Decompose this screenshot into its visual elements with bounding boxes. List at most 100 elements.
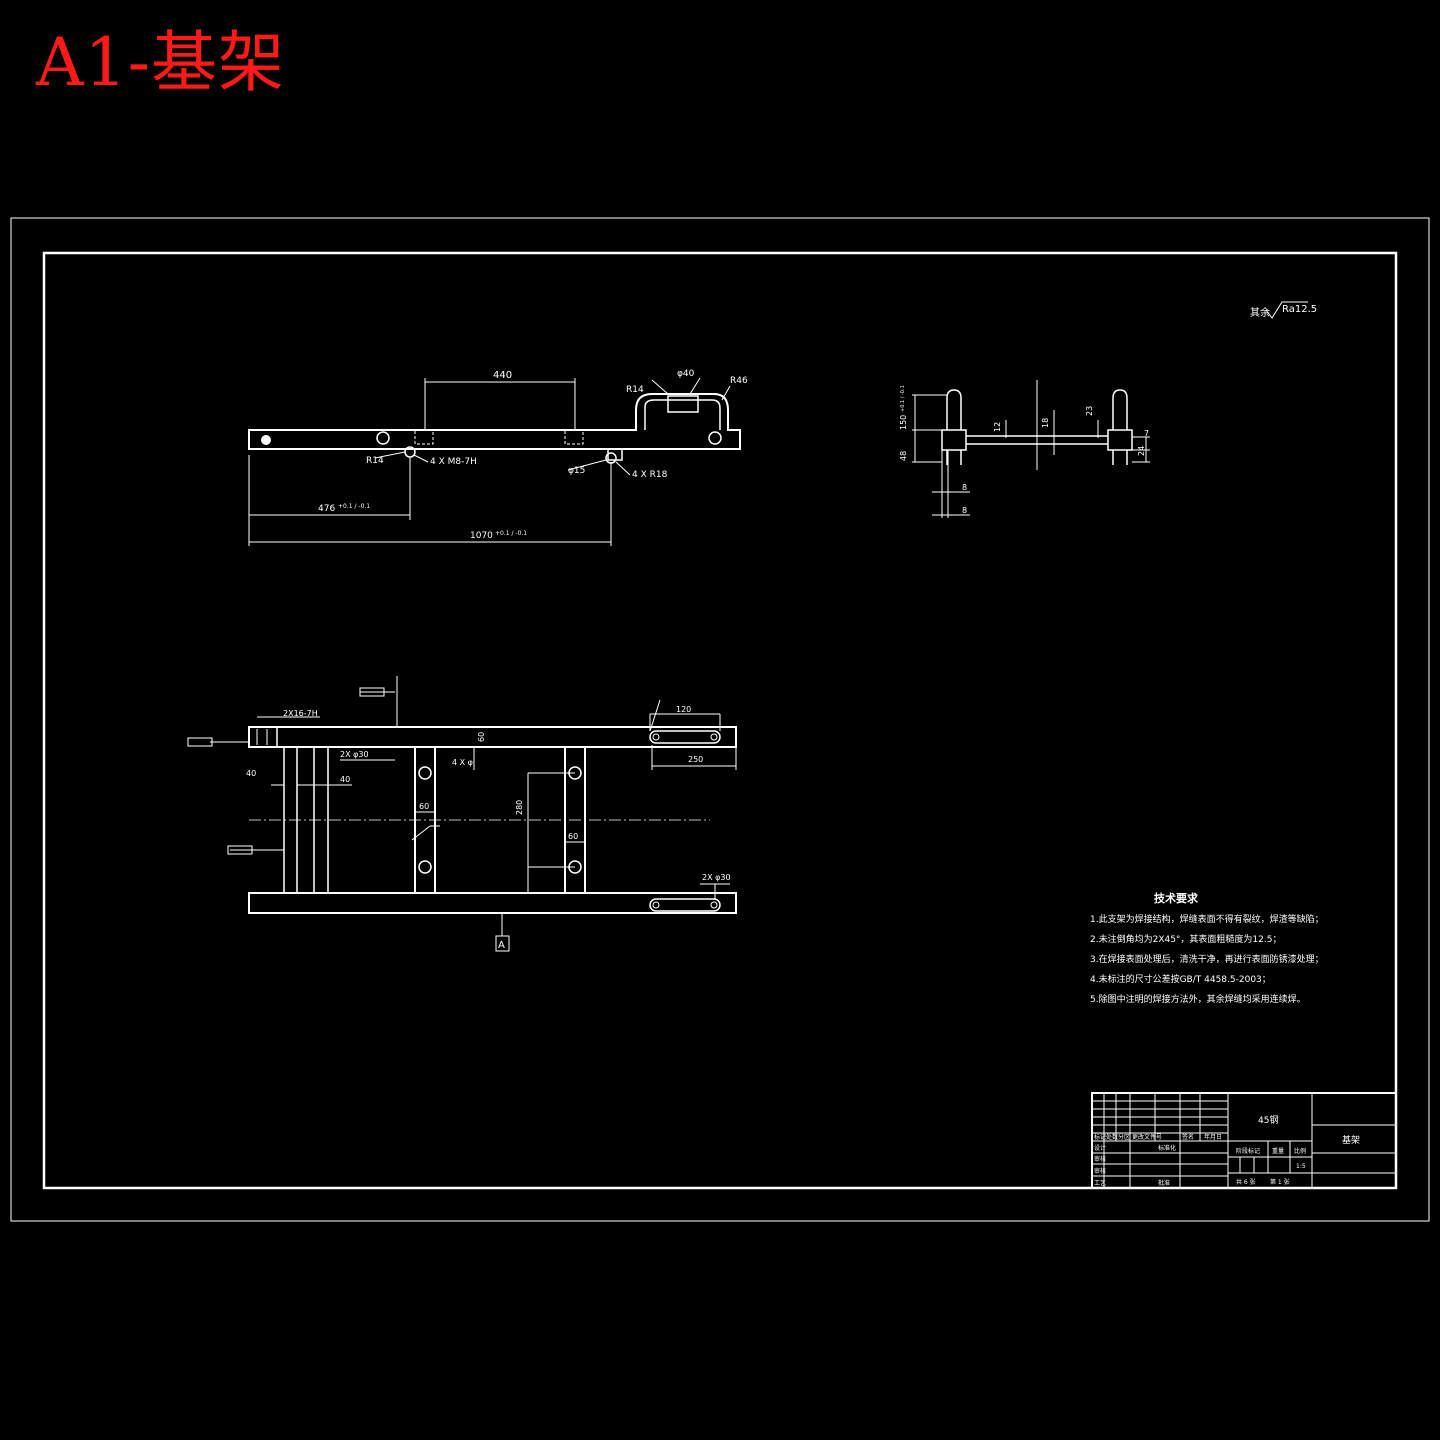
dim-phi40: φ40 [677,369,695,379]
center-mark [261,435,271,445]
side-post-right [1112,389,1128,430]
sheet-title: A1-基架 [36,24,285,101]
dim-2x16h: 2X16-7H [283,709,318,718]
top-view [187,676,737,952]
roughness-symbol [1265,301,1308,319]
approve-label: 批准 [1158,1179,1170,1187]
roughness-note: 其余 Ra12.5 [1250,301,1317,319]
tech-req-item: 4.未标注的尺寸公差按GB/T 4458.5-2003； [1090,973,1271,985]
end-block [248,726,278,748]
dim-1070-tol: +0.1 / -0.1 [495,530,527,537]
front-bar [248,393,741,450]
bolt-hole-2 [418,860,432,874]
dim-thread-holes: 4 X M8-7H [430,457,477,467]
top-rail-upper [248,726,737,748]
side-post-left [946,389,962,430]
side-view-labels: 150 +0.1 / -0.1 48 12 18 23 7 24 8 8 [899,385,1149,515]
part-name-label: 基架 [1342,1134,1360,1146]
handle-boss [667,395,699,413]
tolerance-frame-2 [187,737,213,747]
tech-req-item: 3.在焊接表面处理后，清洗干净，再进行表面防锈漆处理； [1090,953,1324,965]
datum-label: A [498,940,505,951]
dim-476: 476 [318,504,335,514]
dim-8b: 8 [962,506,967,515]
bolt-hole-1 [418,766,432,780]
header-cell: 更改文件号 [1132,1133,1162,1141]
stage-cell: 重量 [1272,1147,1284,1155]
slot-upper [649,730,721,744]
side-block-left [941,429,967,451]
header-cell: 分区 [1118,1133,1130,1141]
dim-24: 24 [1137,446,1146,456]
dim-1070: 1070 [470,531,493,541]
dim-40-tol: 40 [246,769,256,778]
dim-250: 250 [688,755,703,764]
slot-lower [649,898,721,912]
front-view-labels: 440 φ40 R14 R46 R14 4 X M8-7H φ15 4 X R1… [318,369,748,541]
tech-requirements: 技术要求 1.此支架为焊接结构，焊缝表面不得有裂纹，焊渣等缺陷； 2.未注倒角均… [1090,891,1324,1005]
dim-phi15: φ15 [568,466,585,476]
tolerance-frame-1 [359,687,385,697]
dim-18: 18 [1041,418,1050,428]
row-label: 设计 [1094,1144,1106,1152]
dim-40: 40 [340,775,350,784]
dim-r14-bottom: R14 [366,456,384,466]
dim-4x-phi: 4 X φ [452,758,473,767]
dim-60-a: 60 [419,802,429,811]
title-block-labels: 45钢 基架 标记 处数 分区 更改文件号 签名 年月日 设计 审核 审核 工艺… [1094,1114,1360,1187]
dim-12: 12 [993,422,1002,432]
thread-hole-1 [414,429,434,445]
dim-476-tol: +0.1 / -0.1 [338,503,370,510]
row-label: 工艺 [1094,1179,1106,1187]
dim-60-width: 60 [477,732,486,742]
tolerance-frame-3 [227,845,253,855]
dim-2x-phi30-b: 2X φ30 [702,873,731,882]
dim-r46: R46 [730,376,748,386]
row-label: 审核 [1094,1167,1106,1175]
standard-label: 标准化 [1158,1144,1176,1152]
roughness-value: Ra12.5 [1282,304,1317,315]
dim-2x-phi30-a: 2X φ30 [340,750,369,759]
top-rail-lower [248,892,737,914]
side-view [912,380,1150,518]
header-cell: 标记 [1094,1133,1106,1141]
stage-cell: 阶段标记 [1236,1147,1260,1155]
dim-7: 7 [1144,429,1149,438]
sheet-number: 第 1 张 [1270,1178,1290,1186]
row-label: 审核 [1094,1155,1106,1163]
outer-frame [10,217,1430,1222]
pin-hole-left [376,431,390,445]
front-view [248,377,741,546]
tech-req-title: 技术要求 [1154,891,1199,905]
scale-value: 1:5 [1296,1163,1306,1170]
dim-8a: 8 [962,483,967,492]
dim-150-tol: +0.1 / -0.1 [900,385,906,412]
header-cell: 处数 [1106,1133,1118,1141]
tech-req-item: 5.除图中注明的焊接方法外，其余焊缝均采用连续焊。 [1090,993,1306,1005]
inner-frame [42,251,1398,1190]
header-cell: 签名 [1182,1133,1194,1141]
roughness-prefix: 其余 [1250,306,1270,319]
sheets-count: 共 6 张 [1236,1178,1256,1186]
pin-hole-right [708,431,722,445]
tech-req-item: 2.未注倒角均为2X45°，其表面粗糙度为12.5； [1090,933,1281,945]
dim-60-b: 60 [568,832,578,841]
dim-48: 48 [899,451,908,461]
title-block [1091,1092,1397,1189]
material-label: 45钢 [1258,1114,1278,1126]
tech-req-item: 1.此支架为焊接结构，焊缝表面不得有裂纹，焊渣等缺陷； [1090,913,1324,925]
dim-23: 23 [1085,406,1094,416]
dim-r14-top: R14 [626,385,644,395]
side-block-right [1107,429,1133,451]
stage-cell: 比例 [1294,1147,1306,1155]
datum-box [495,935,510,952]
header-cell: 年月日 [1204,1133,1222,1141]
dim-150: 150 [899,415,908,430]
thread-hole-2 [564,429,584,445]
dim-r18: 4 X R18 [632,470,668,480]
top-view-labels: 2X16-7H 40 40 2X φ30 60 4 X φ 60 280 60 … [246,705,731,951]
handle-inner [644,399,721,430]
dim-440: 440 [493,370,512,381]
dim-280: 280 [515,800,524,815]
